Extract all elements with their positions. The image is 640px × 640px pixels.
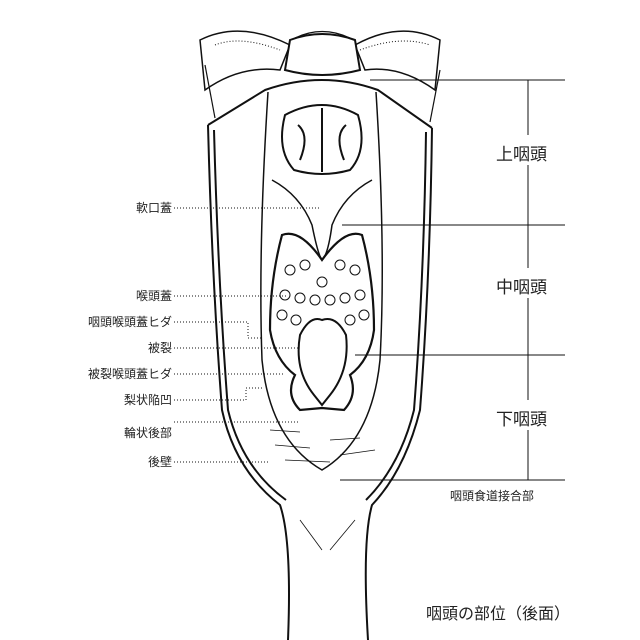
label-pharyngoepiglottic-fold: 咽頭喉頭蓋ヒダ	[87, 315, 172, 329]
label-nasopharynx: 上咽頭	[496, 145, 547, 165]
label-aryepiglottic-fold: 被裂喉頭蓋ヒダ	[87, 367, 172, 381]
diagram-title: 咽頭の部位（後面）	[426, 604, 571, 623]
label-pharyngoesophageal-junction: 咽頭食道接合部	[450, 489, 535, 503]
label-epiglottis: 喉頭蓋	[135, 289, 172, 303]
label-arytenoid: 被裂	[147, 341, 172, 355]
label-posterior-wall: 後壁	[147, 455, 172, 469]
label-oropharynx: 中咽頭	[496, 278, 547, 298]
label-postcricoid: 輪状後部	[123, 426, 172, 440]
label-hypopharynx: 下咽頭	[496, 410, 547, 430]
label-piriform-sinus: 梨状陥凹	[123, 393, 172, 407]
label-soft-palate: 軟口蓋	[135, 201, 172, 215]
